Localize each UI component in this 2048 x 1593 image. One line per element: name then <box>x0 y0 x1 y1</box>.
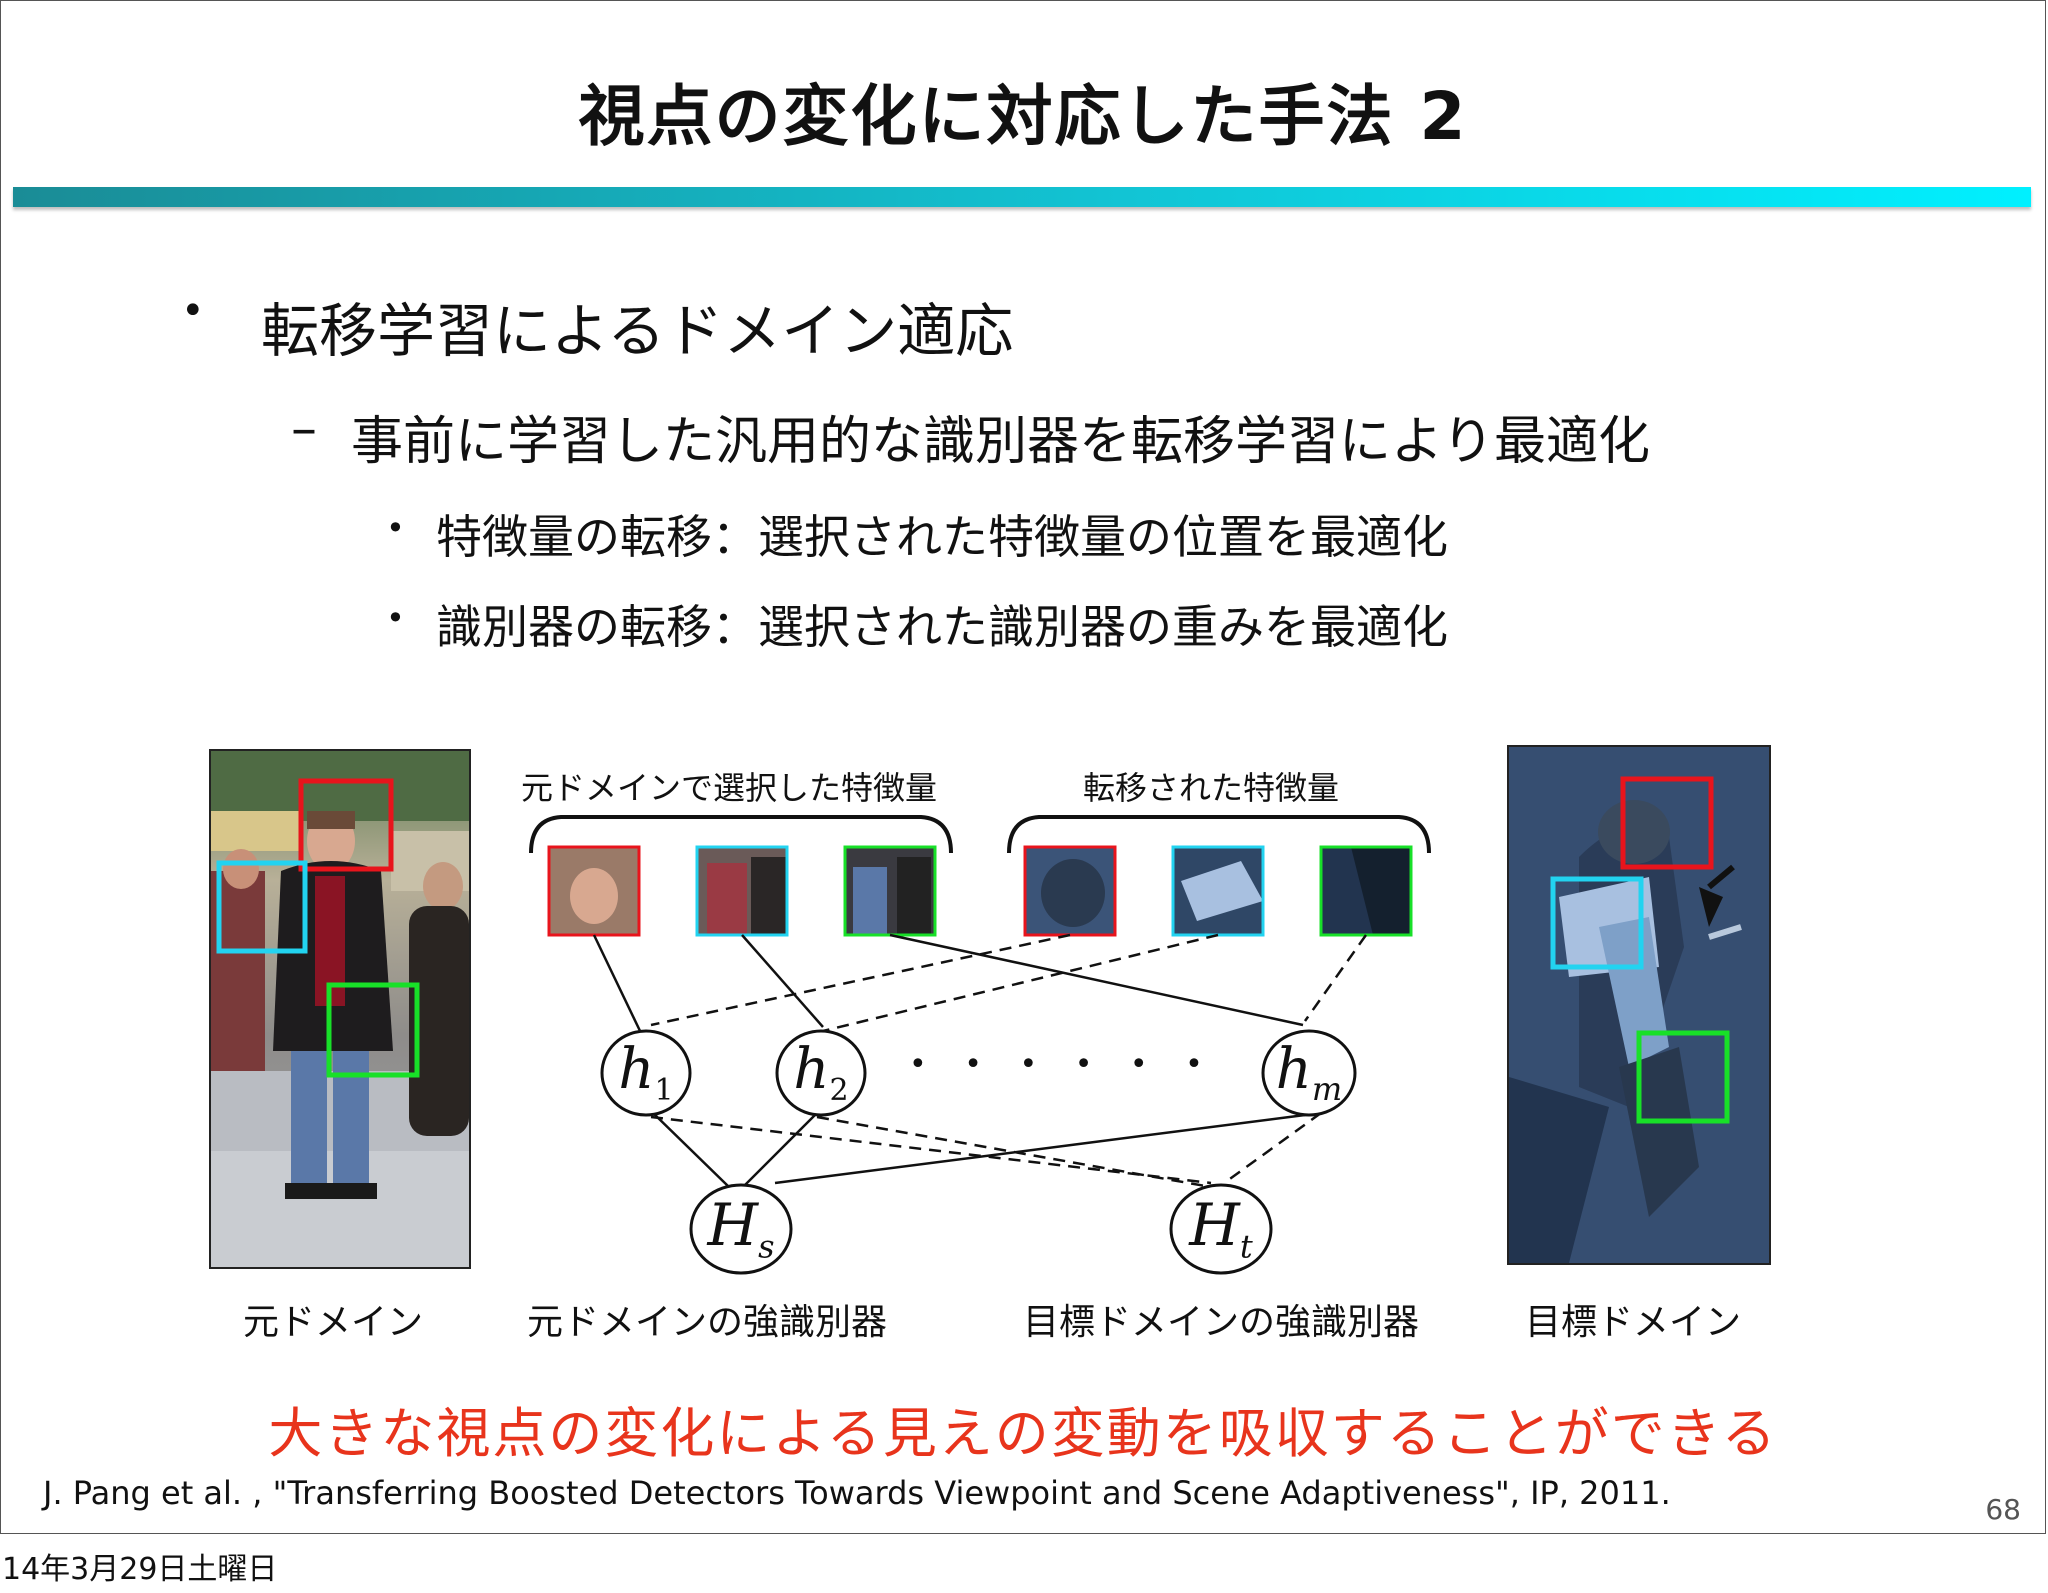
slide: 視点の変化に対応した手法 2 • 転移学習によるドメイン適応 – 事前に学習した… <box>0 0 2046 1534</box>
node-Ht-label: Ht <box>1189 1191 1253 1266</box>
transferred-patch-red <box>1023 845 1117 937</box>
node-hm-label: hm <box>1275 1037 1343 1109</box>
date-stamp: 14年3月29日土曜日 <box>2 1552 278 1587</box>
caption-target-strong-classifier: 目標ドメインの強識別器 <box>1023 1302 1420 1343</box>
bullet-dot-icon: • <box>386 509 405 547</box>
ellipsis-dots: • • • • • • <box>909 1047 1217 1082</box>
cyan-feature-box <box>1550 876 1644 970</box>
conclusion-text: 大きな視点の変化による見えの変動を吸収することができる <box>268 1402 1778 1465</box>
red-feature-box <box>298 778 394 872</box>
red-feature-box <box>1620 776 1714 870</box>
slide-title: 視点の変化に対応した手法 2 <box>578 78 1468 155</box>
caption-source-strong-classifier: 元ドメインの強識別器 <box>527 1302 888 1343</box>
bullet-level1-text: 転移学習によるドメイン適応 <box>261 297 1014 365</box>
caption-source-domain: 元ドメイン <box>243 1302 424 1343</box>
source-patch-cyan <box>695 845 789 937</box>
title-underline-bar <box>13 187 2031 207</box>
bullet-level3-text: 特徴量の転移：選択された特徴量の位置を最適化 <box>436 510 1448 564</box>
page-number: 68 <box>1985 1493 2021 1526</box>
transferred-features-brace <box>1007 815 1431 854</box>
transferred-patch-cyan <box>1171 845 1265 937</box>
dash-icon: – <box>291 399 317 459</box>
source-pedestrian-image <box>211 751 469 1267</box>
source-patch-green <box>843 845 937 937</box>
source-features-brace <box>529 815 953 854</box>
transferred-patch-green <box>1319 845 1413 937</box>
citation: J. Pang et al. , "Transferring Boosted D… <box>43 1474 1671 1512</box>
node-Hs-label: Hs <box>707 1191 775 1266</box>
source-domain-photo <box>209 749 471 1269</box>
source-features-label: 元ドメインで選択した特徴量 <box>521 769 938 807</box>
transferred-features-label: 転移された特徴量 <box>1083 769 1340 807</box>
target-pedestrian-image <box>1509 747 1769 1263</box>
node-h2-label: h2 <box>793 1037 849 1109</box>
target-domain-photo <box>1507 745 1771 1265</box>
bullet-level2-text: 事前に学習した汎用的な識別器を転移学習により最適化 <box>351 412 1650 472</box>
bullet-dot-icon: • <box>181 288 205 334</box>
cyan-feature-box <box>216 860 308 954</box>
bullet-dot-icon: • <box>386 599 405 637</box>
caption-target-domain: 目標ドメイン <box>1525 1302 1742 1343</box>
source-patch-red <box>547 845 641 937</box>
node-h1-label: h1 <box>618 1037 674 1109</box>
green-feature-box <box>326 982 420 1078</box>
green-feature-box <box>1636 1030 1730 1124</box>
bullet-level3-text: 識別器の転移：選択された識別器の重みを最適化 <box>436 600 1448 654</box>
